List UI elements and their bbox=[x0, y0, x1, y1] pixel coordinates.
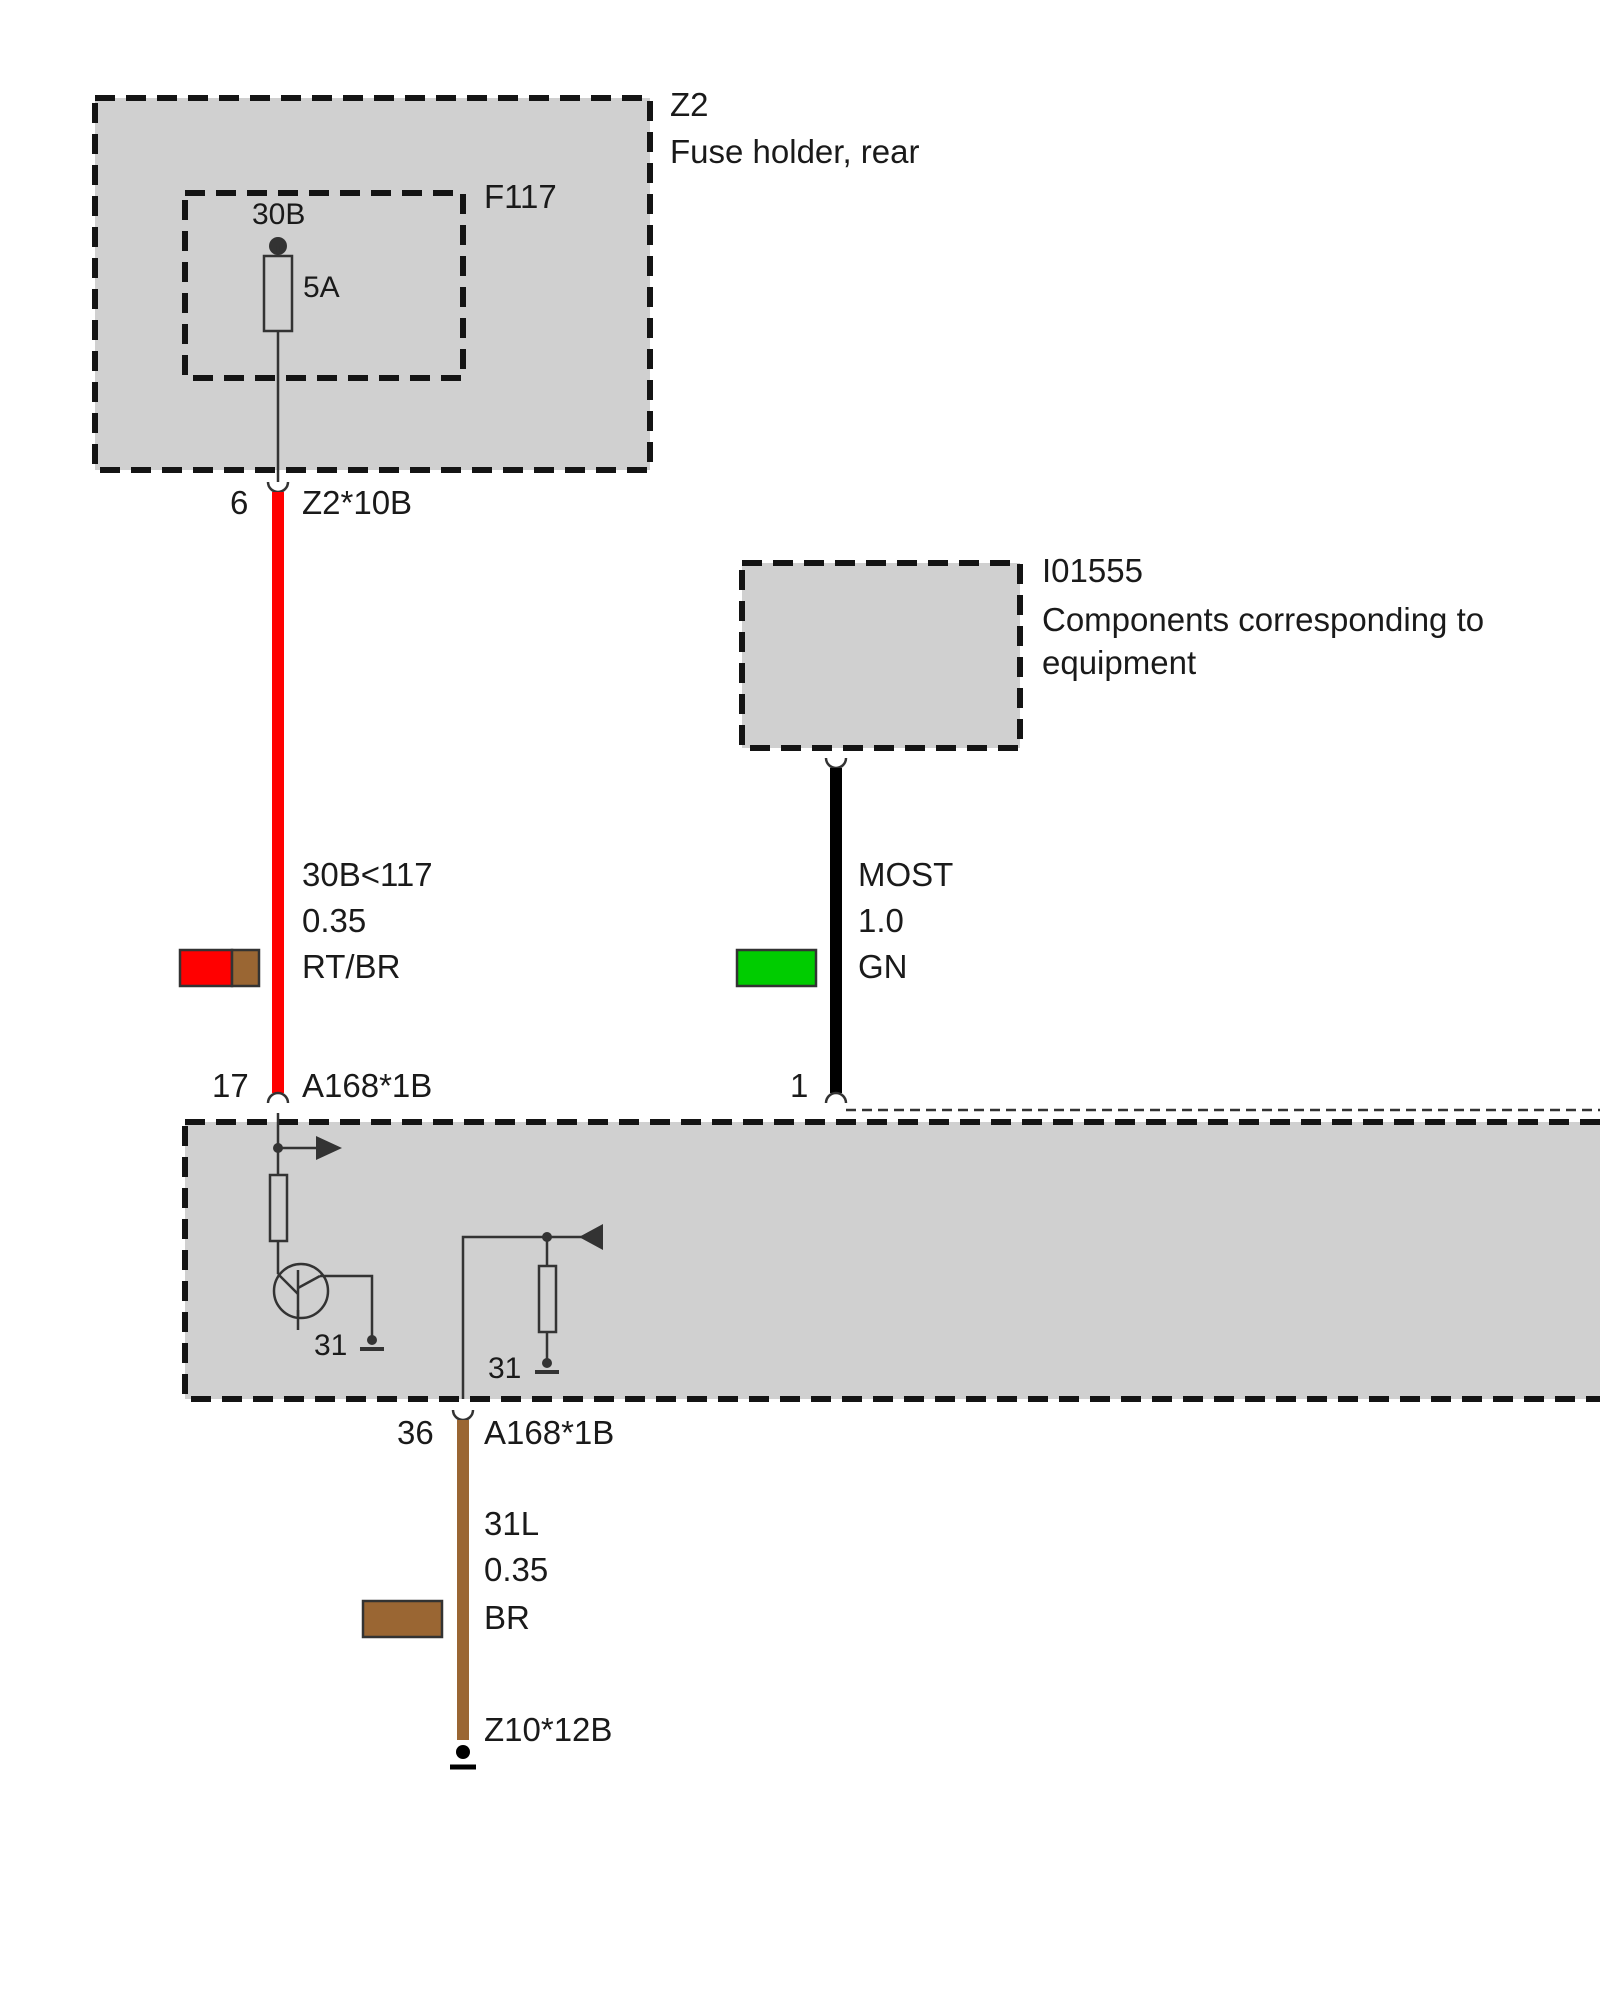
connector-pin17: 17 bbox=[212, 1067, 249, 1104]
ground-left-label: 31 bbox=[314, 1329, 347, 1362]
ground-right-label: 31 bbox=[488, 1352, 521, 1385]
equipment-id: I01555 bbox=[1042, 552, 1143, 589]
fuse-terminal-label: 30B bbox=[252, 198, 305, 231]
connector-a168-1b-bottom: 36 A168*1B bbox=[397, 1409, 614, 1451]
transistor-icon bbox=[272, 1262, 330, 1320]
fuse-holder-id: Z2 bbox=[670, 86, 709, 123]
wire-most-gauge: 1.0 bbox=[858, 902, 904, 939]
fuse-f117: F117 30B 5A bbox=[182, 178, 557, 482]
wire-ground-color-code: BR bbox=[484, 1599, 530, 1636]
swatch-stripe bbox=[230, 948, 261, 988]
connector-a168-1b-top: 17 A168*1B 1 bbox=[212, 1067, 848, 1104]
connector-symbol bbox=[266, 481, 290, 494]
transistor-ground-lead bbox=[320, 1274, 374, 1340]
wire-power-color-code: RT/BR bbox=[302, 948, 400, 985]
fuse-holder-z2: Z2 Fuse holder, rear F117 30B 5A bbox=[92, 86, 919, 482]
transistor-base bbox=[277, 1273, 299, 1295]
ground-right-dot bbox=[542, 1358, 552, 1368]
wire-ground-gauge: 0.35 bbox=[484, 1551, 548, 1588]
ground-point-name: Z10*12B bbox=[484, 1711, 612, 1748]
fuse-holder-description: Fuse holder, rear bbox=[670, 133, 919, 170]
output-arrow-icon bbox=[316, 1136, 342, 1160]
wire-most-color-swatch bbox=[735, 948, 818, 988]
connector-pin36-symbol bbox=[451, 1409, 475, 1422]
wire-ground-color-swatch bbox=[361, 1599, 444, 1639]
equipment-i01555: I01555 Components corresponding to equip… bbox=[739, 552, 1484, 770]
swatch-primary bbox=[178, 948, 234, 988]
ground-left-dot bbox=[367, 1335, 377, 1345]
transistor-collector bbox=[297, 1274, 321, 1290]
connector-pin1: 1 bbox=[790, 1067, 808, 1104]
internal-output-driver: 31 bbox=[268, 1113, 384, 1362]
input-arrow-icon bbox=[579, 1224, 603, 1250]
wire-most-color-code: GN bbox=[858, 948, 908, 985]
wire-most-signal: MOST bbox=[858, 856, 953, 893]
fuse-id: F117 bbox=[484, 178, 557, 215]
ground-point-dot bbox=[456, 1745, 470, 1759]
equipment-connector-symbol bbox=[824, 757, 848, 770]
internal-input-circuit: 31 bbox=[461, 1224, 603, 1399]
connector-pin36-name: A168*1B bbox=[484, 1414, 614, 1451]
wire-power-signal: 30B<117 bbox=[302, 856, 433, 893]
connector-pin17-name: A168*1B bbox=[302, 1067, 432, 1104]
wire-power: 30B<117 0.35 RT/BR bbox=[178, 492, 433, 1093]
ground-point-z10: Z10*12B bbox=[450, 1711, 612, 1770]
connector-pin36: 36 bbox=[397, 1414, 434, 1451]
equipment-description-line2: equipment bbox=[1042, 644, 1196, 681]
wire-ground: 31L 0.35 BR bbox=[361, 1420, 548, 1740]
connector-name: Z2*10B bbox=[302, 484, 412, 521]
equipment-box bbox=[739, 560, 1023, 751]
fuse-holder-box bbox=[92, 95, 653, 473]
wire-ground-signal: 31L bbox=[484, 1505, 539, 1542]
wire-power-color-swatch bbox=[178, 948, 261, 988]
fuse-box bbox=[182, 190, 466, 381]
connector-pin17-symbol bbox=[266, 1091, 290, 1104]
control-module-box bbox=[182, 1119, 1600, 1402]
control-module-a168: 31 31 bbox=[182, 1113, 1600, 1402]
connector-pin: 6 bbox=[230, 484, 248, 521]
input-lead bbox=[461, 1235, 547, 1399]
connector-pin1-symbol bbox=[824, 1091, 848, 1104]
equipment-description-line1: Components corresponding to bbox=[1042, 601, 1484, 638]
wire-most: MOST 1.0 GN bbox=[735, 768, 953, 1093]
wire-power-gauge: 0.35 bbox=[302, 902, 366, 939]
connector-z2-10b: 6 Z2*10B bbox=[230, 481, 412, 521]
fuse-rating: 5A bbox=[303, 271, 340, 304]
